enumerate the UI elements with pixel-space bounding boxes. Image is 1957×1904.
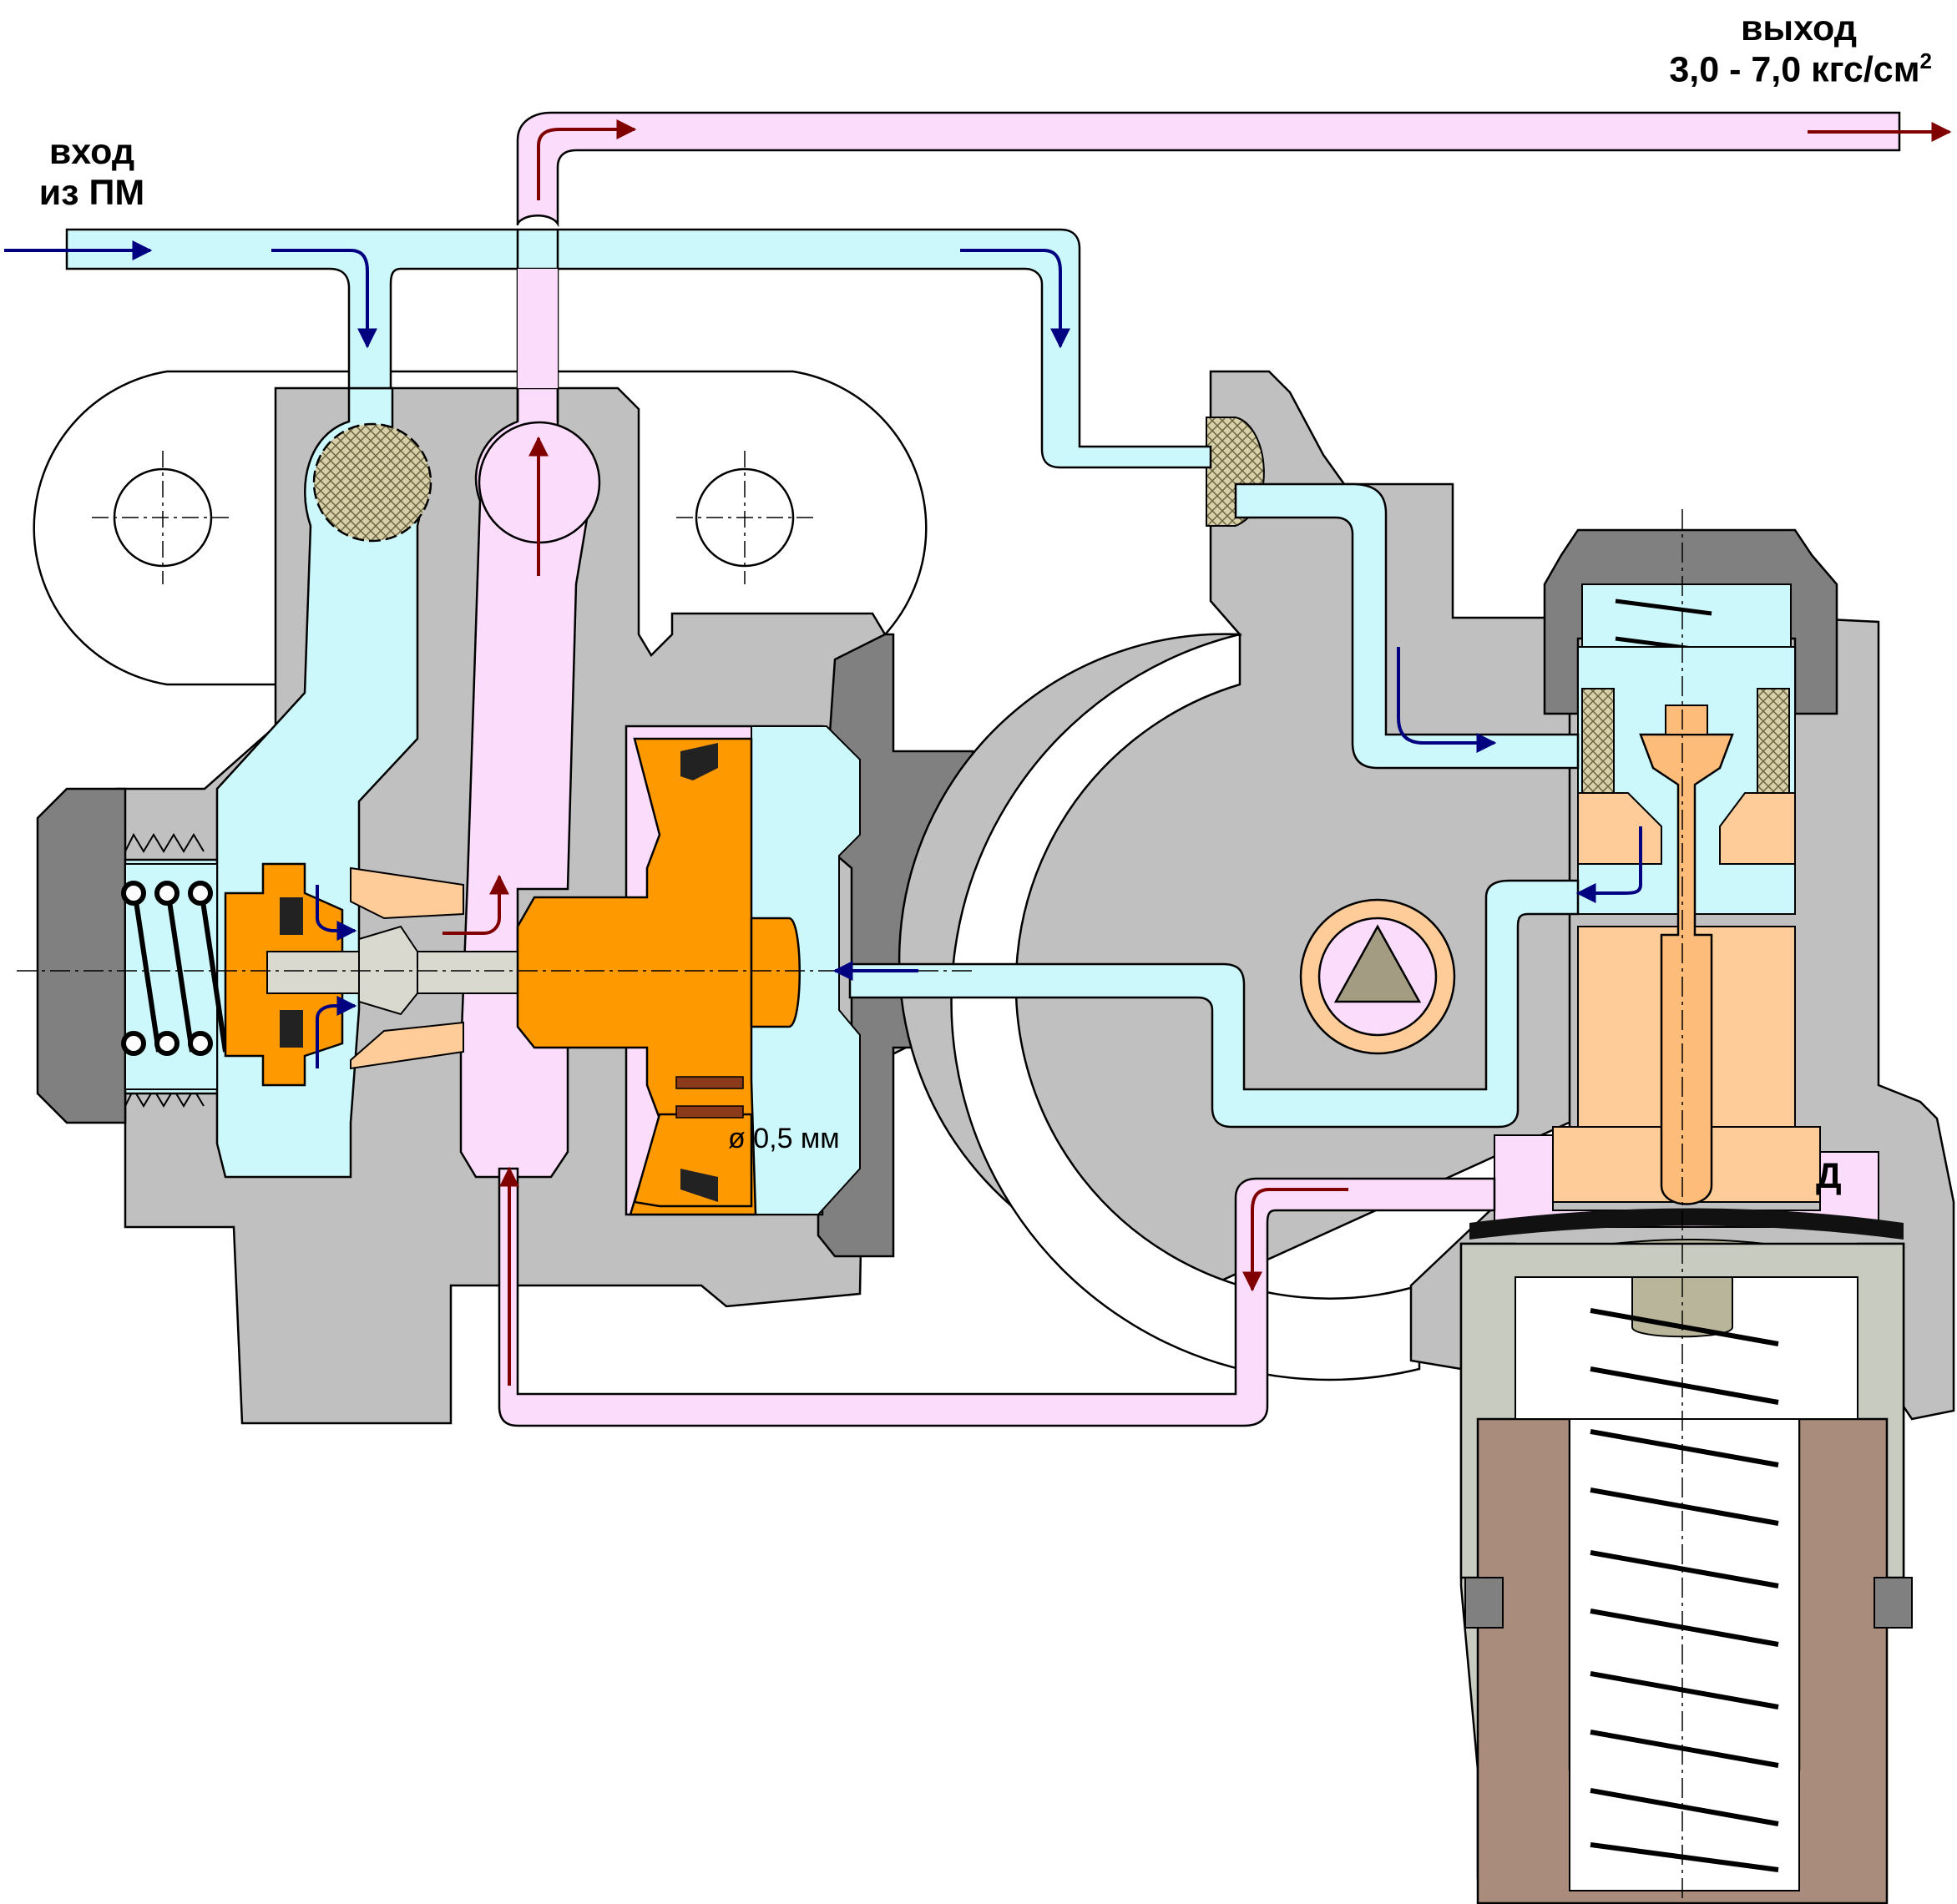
return-flow-arrows [442,119,1952,1386]
outlet-pipe [516,111,1901,228]
small-piston-seal-top [280,897,303,935]
centre-disc [950,633,1421,1381]
outlet-pressure-value: 3,0 - 7,0 кгс/см [1669,49,1920,90]
small-piston-seal-bottom [280,1010,303,1048]
inlet-label: вход из ПМ [38,132,146,215]
inlet-label-line1: вход [48,132,135,172]
supply-line-upper-right [1234,482,1580,770]
chamber-d-label: Д [1816,1156,1842,1196]
main-coil-spring [1590,1308,1779,1872]
return-pipe-vertical [518,269,558,388]
left-end-cap [36,787,127,1124]
inlet-filter [312,422,432,543]
valve-seat-upper [350,866,464,920]
mounting-hole-right [676,451,814,584]
outlet-pressure-exponent: 2 [1919,48,1932,74]
supply-flow-arrows [4,240,1642,1068]
outlet-pressure-label: 3,0 - 7,0 кгс/см2 [1669,48,1932,91]
lock-nut-right [1874,1577,1913,1629]
supply-pipe [65,228,1212,469]
orifice-insert-bottom [675,1105,744,1119]
piston-nose [750,917,801,1028]
left-cap-thread [124,832,205,1108]
left-coil-spring [121,881,228,1056]
outlet-label-line1: выход [1741,8,1857,48]
right-filter-left [1581,688,1615,794]
right-valve-body-upper-right [1719,792,1796,865]
right-poppet [1639,733,1734,1205]
inlet-label-line2: из ПМ [38,173,145,214]
lock-nut-left [1464,1577,1504,1629]
poppet-top [1665,705,1708,735]
valve-seat-lower [350,1021,464,1070]
piston-seal-top [680,743,718,780]
piston-seal-bottom [680,1169,718,1202]
diaphragm [1469,1208,1904,1240]
main-piston [516,737,757,1216]
right-filter-right [1757,688,1790,794]
piston-supply-chamber [751,725,861,1215]
outlet-label: выход 3,0 - 7,0 кгс/см2 [1669,8,1932,91]
triangle-bore [1299,898,1456,1055]
mounting-hole-left [92,451,234,584]
orifice-label: ø 0,5 мм [728,1123,840,1154]
supply-line-to-piston [848,879,1580,1129]
orifice-insert-top [675,1076,744,1089]
return-line-bottom [498,1167,1496,1427]
